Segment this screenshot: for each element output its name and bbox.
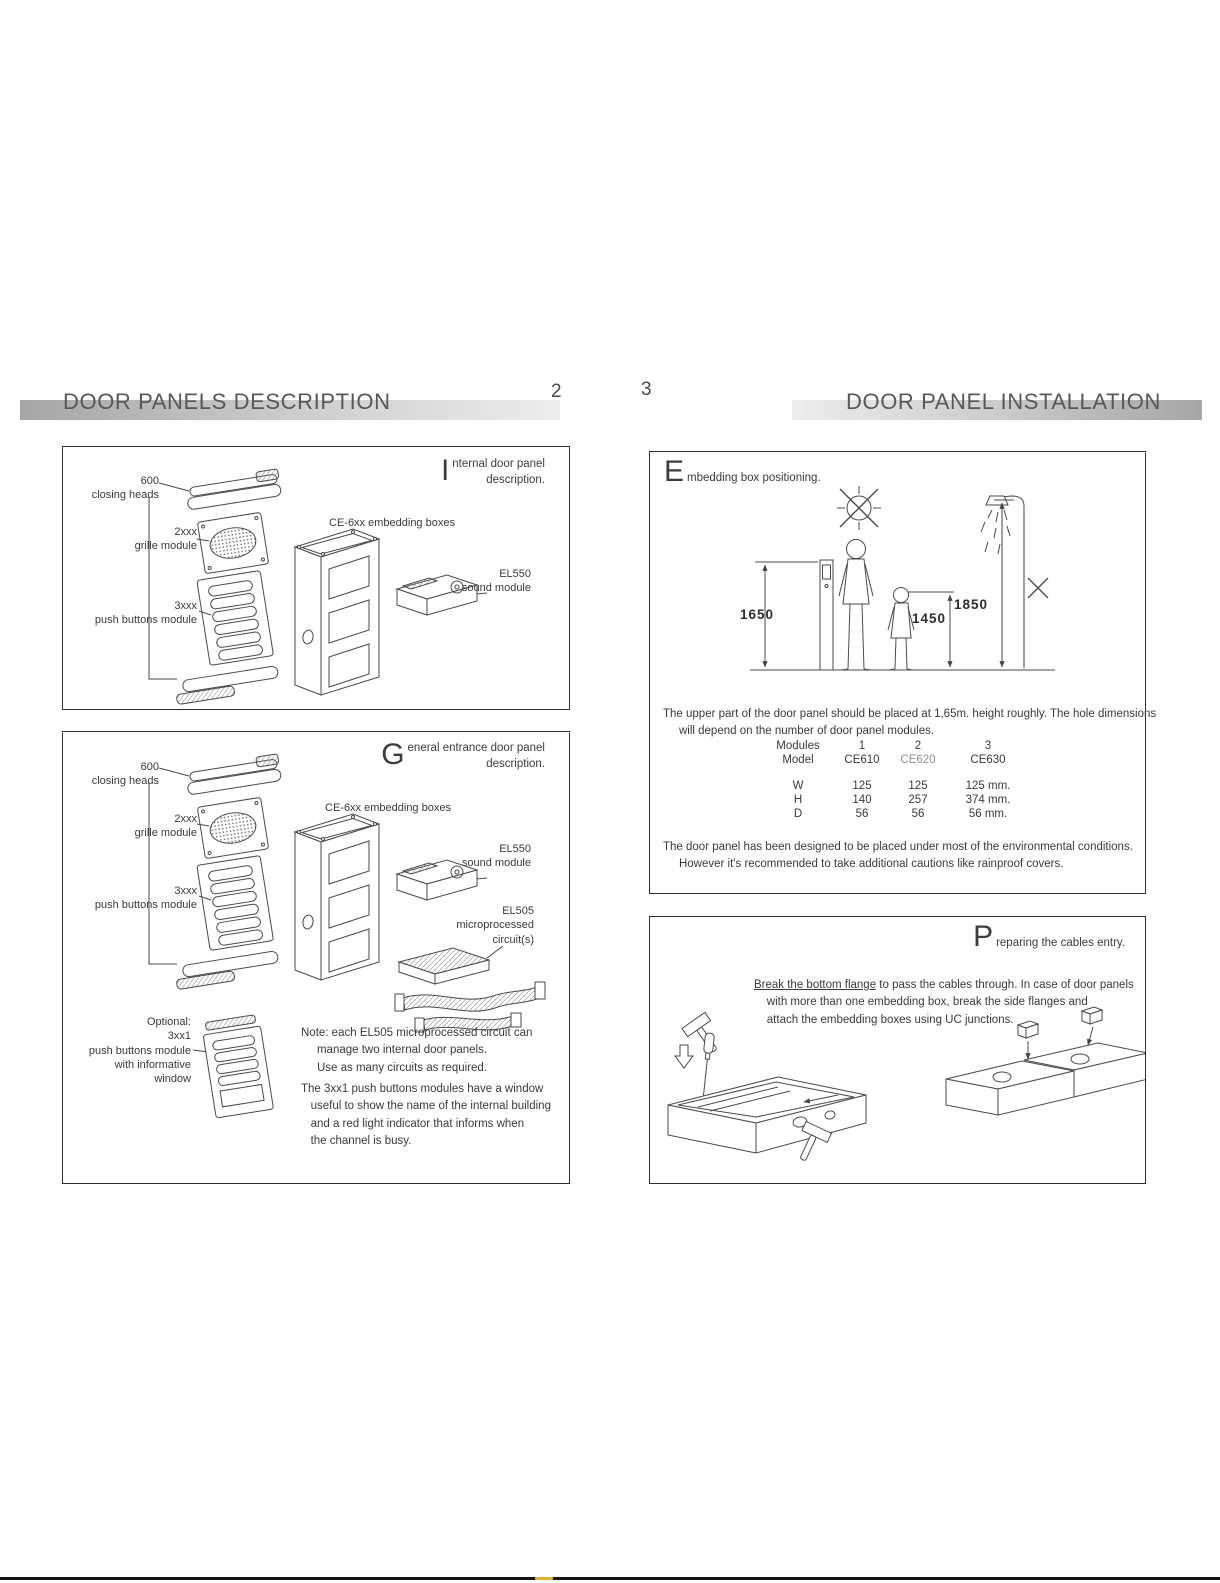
- positioning-paragraph-1: The upper part of the door panel should …: [663, 708, 1157, 738]
- page-title-left: DOOR PANELS DESCRIPTION: [63, 389, 391, 414]
- screwdriver-icon: [702, 1032, 715, 1099]
- cables-entry-diagram: [667, 1006, 1145, 1161]
- label-closing-heads: 600 closing heads: [91, 761, 159, 788]
- header-bar-right: [792, 400, 1202, 420]
- microprocessed-circuit-drawing: [397, 945, 504, 985]
- cables-paragraph-rest: to pass the cables through. In case of d…: [766, 979, 1134, 1026]
- table-row: Model CE610 CE620 CE630: [782, 754, 1006, 766]
- dim-label-1450: 1450: [912, 611, 946, 626]
- label-microprocessed-circuit: EL505 microprocessed circuit(s): [456, 905, 534, 946]
- page-title-right: DOOR PANEL INSTALLATION: [846, 389, 1161, 414]
- dim-label-1850: 1850: [954, 597, 988, 612]
- label-closing-heads: 600 closing heads: [91, 475, 159, 502]
- label-push-buttons-module: 3xxx push buttons module: [94, 600, 197, 627]
- positioning-paragraph-2: The door panel has been designed to be p…: [663, 841, 1133, 871]
- optional-push-buttons-drawing: [192, 1014, 274, 1119]
- label-push-buttons-module: 3xxx push buttons module: [94, 885, 197, 912]
- heading-initial: I: [440, 454, 450, 487]
- label-embedding-boxes: CE-6xx embedding boxes: [329, 517, 455, 529]
- child-figure-drawing: [887, 587, 915, 671]
- note-3xx1: The 3xx1 push buttons modules have a win…: [301, 1083, 551, 1147]
- uc-junction-1: [1016, 1020, 1040, 1060]
- label-sound-module: EL550 sound module: [461, 843, 531, 870]
- table-row: D 56 56 56 mm.: [793, 808, 1008, 820]
- adult-figure-drawing: [838, 539, 874, 671]
- hammer-icon-2: [800, 1120, 833, 1161]
- table-row: W 125 125 125 mm.: [792, 780, 1011, 792]
- label-embedding-boxes: CE-6xx embedding boxes: [325, 802, 451, 814]
- street-lamp-icon: [980, 495, 1049, 668]
- page-number-2: 2: [551, 381, 562, 402]
- embedding-box-trays-joined: [945, 1042, 1145, 1116]
- bottom-edge-line: [0, 1577, 1220, 1580]
- table-row: H 140 257 374 mm.: [793, 794, 1011, 806]
- note-el505: Note: each EL505 microprocessed circuit …: [301, 1027, 533, 1074]
- heading-text: eneral entrance door panel description.: [407, 742, 545, 770]
- heading-initial: G: [381, 738, 405, 771]
- heading-text: nternal door panel description.: [452, 458, 545, 486]
- dimension-1650: [755, 561, 818, 668]
- heading-initial: P: [973, 920, 994, 953]
- dimension-1450: [908, 591, 954, 668]
- heading-text: mbedding box positioning.: [687, 472, 821, 484]
- label-grille-module: 2xxx grille module: [134, 526, 197, 553]
- uc-junction-2: [1080, 1006, 1104, 1046]
- bottom-edge-mark: [535, 1577, 553, 1580]
- heading-text: reparing the cables entry.: [996, 937, 1125, 949]
- dim-label-1650: 1650: [740, 607, 774, 622]
- header-bar-left: [20, 400, 560, 420]
- label-sound-module: EL550 sound module: [461, 568, 531, 595]
- ribbon-cables-drawing: [394, 981, 546, 1033]
- general-panel-diagram: [148, 753, 546, 1119]
- down-arrow-icon: [674, 1044, 694, 1069]
- door-panel-post-drawing: [819, 559, 834, 671]
- page-number-3: 3: [641, 379, 652, 400]
- sun-crossed-icon: [837, 486, 881, 530]
- label-optional-module: Optional: 3xx1 push buttons module with …: [88, 1016, 191, 1086]
- hammer-icon: [681, 1011, 717, 1053]
- table-row: Modules 1 2 3: [776, 740, 992, 752]
- flange-arrow: [803, 1094, 839, 1104]
- label-grille-module: 2xxx grille module: [134, 813, 197, 840]
- heading-initial: E: [664, 455, 685, 488]
- modules-table: Modules 1 2 3 Model CE610 CE620 CE630 W …: [762, 739, 1030, 821]
- underlined-phrase: Break the bottom flange: [754, 979, 877, 991]
- dimension-1850: [994, 499, 1014, 668]
- positioning-diagram: 1650 1450 1850: [740, 486, 1055, 671]
- embedding-box-tray-left: [667, 1076, 867, 1154]
- cables-paragraph: Break the bottom flange to pass the cabl…: [754, 977, 1134, 1029]
